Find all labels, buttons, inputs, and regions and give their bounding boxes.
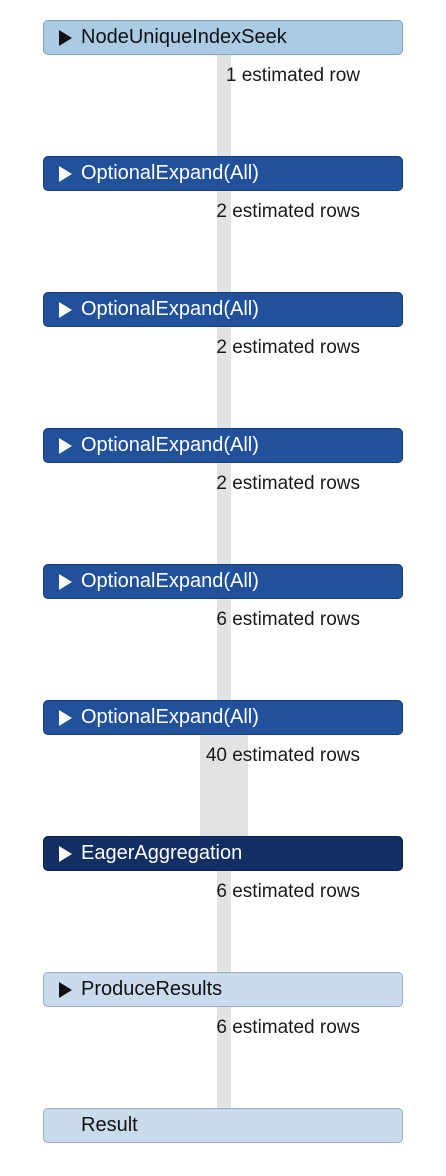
operator-node[interactable]: EagerAggregation bbox=[43, 836, 403, 871]
operator-label: OptionalExpand(All) bbox=[81, 434, 259, 456]
flow-connector bbox=[217, 871, 231, 972]
expand-arrow-icon[interactable] bbox=[59, 29, 72, 46]
flow-connector bbox=[217, 191, 231, 292]
expand-arrow-icon[interactable] bbox=[59, 845, 72, 862]
operator-label: EagerAggregation bbox=[81, 842, 243, 864]
estimated-rows-label: 40 estimated rows bbox=[205, 745, 360, 766]
operator-label: OptionalExpand(All) bbox=[81, 298, 259, 320]
operator-node[interactable]: OptionalExpand(All) bbox=[43, 428, 403, 463]
estimated-rows-label: 2 estimated rows bbox=[216, 201, 360, 222]
flow-connector bbox=[217, 327, 231, 428]
operator-node[interactable]: NodeUniqueIndexSeek bbox=[43, 20, 403, 55]
operator-node[interactable]: OptionalExpand(All) bbox=[43, 700, 403, 735]
operator-label: ProduceResults bbox=[81, 978, 223, 1000]
estimated-rows-label: 2 estimated rows bbox=[216, 473, 360, 494]
operator-node[interactable]: OptionalExpand(All) bbox=[43, 156, 403, 191]
operator-label: OptionalExpand(All) bbox=[81, 570, 259, 592]
flow-connector bbox=[217, 599, 231, 700]
flow-connector bbox=[217, 463, 231, 564]
flow-connector bbox=[217, 1007, 231, 1108]
expand-arrow-icon[interactable] bbox=[59, 573, 72, 590]
operator-label: OptionalExpand(All) bbox=[81, 706, 259, 728]
operator-node[interactable]: OptionalExpand(All) bbox=[43, 564, 403, 599]
estimated-rows-label: 2 estimated rows bbox=[216, 337, 360, 358]
expand-arrow-icon[interactable] bbox=[59, 165, 72, 182]
estimated-rows-label: 6 estimated rows bbox=[216, 1017, 360, 1038]
expand-arrow-icon[interactable] bbox=[59, 437, 72, 454]
estimated-rows-label: 6 estimated rows bbox=[216, 881, 360, 902]
expand-arrow-icon[interactable] bbox=[59, 301, 72, 318]
operator-label: NodeUniqueIndexSeek bbox=[81, 26, 287, 48]
operator-label: OptionalExpand(All) bbox=[81, 162, 259, 184]
operator-label: Result bbox=[81, 1114, 138, 1136]
estimated-rows-label: 1 estimated row bbox=[225, 65, 360, 86]
operator-node[interactable]: ProduceResults bbox=[43, 972, 403, 1007]
expand-arrow-icon[interactable] bbox=[59, 981, 72, 998]
operator-node[interactable]: Result bbox=[43, 1108, 403, 1143]
operator-node[interactable]: OptionalExpand(All) bbox=[43, 292, 403, 327]
expand-arrow-icon[interactable] bbox=[59, 709, 72, 726]
estimated-rows-label: 6 estimated rows bbox=[216, 609, 360, 630]
flow-connector bbox=[217, 55, 231, 156]
flow-connector bbox=[200, 735, 248, 836]
